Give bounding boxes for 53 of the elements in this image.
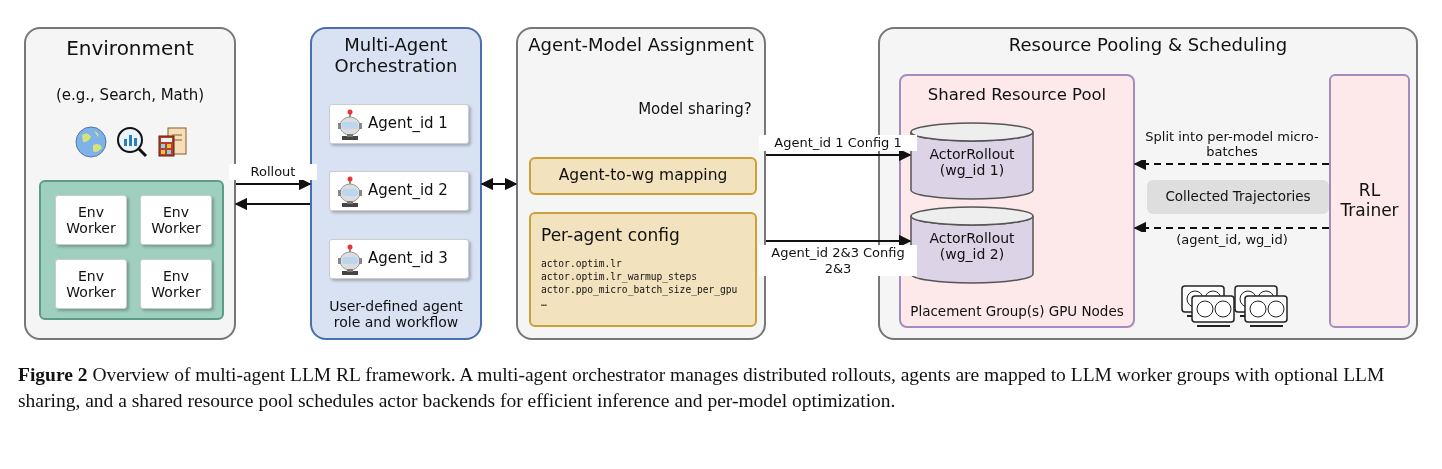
node-text: Placement Group(s) GPU Nodes: [909, 304, 1125, 320]
node-title: Multi-Agent Orchestration: [333, 35, 459, 77]
node-title: Env Worker: [65, 203, 117, 237]
arrow: [480, 177, 518, 191]
arrow: [765, 148, 912, 162]
agent-box: [329, 104, 469, 144]
node-title: ActorRollout (wg_id 2): [928, 230, 1016, 265]
node-text: actor.optim.lr_warmup_steps: [541, 271, 698, 283]
node-title: Agent_id 2: [368, 182, 449, 200]
worker-box: [140, 195, 212, 245]
assignment-panel: [516, 27, 766, 340]
orchestration-panel: [310, 27, 482, 340]
edge-label: Agent_id 1 Config 1: [759, 135, 917, 151]
arrow: [235, 177, 312, 191]
node-text: (e.g., Search, Math): [54, 87, 206, 105]
node-title: Collected Trajectories: [1164, 189, 1312, 205]
arrow: [765, 234, 912, 248]
node-title: RL Trainer: [1339, 181, 1400, 221]
mapping-box: [529, 157, 757, 195]
figure-caption: Figure 2 Overview of multi-agent LLM RL framework. A multi-agent orchestrator manages distributed rollouts, agents are mapped to LLM worker groups with optional LLM sharing, and a shared resource pool schedules actor backends for efficient inference and per-model optimization.: [18, 363, 1386, 414]
worker-box: [55, 259, 127, 309]
trajectories-box: [1147, 180, 1329, 214]
node-title: Agent-Model Assignment: [527, 35, 755, 56]
agent-box: [329, 239, 469, 279]
node-title: Shared Resource Pool: [926, 86, 1108, 105]
node-title: Environment: [65, 37, 195, 60]
node-title: Per-agent config: [541, 226, 681, 246]
actor-rollout-cylinder: [910, 206, 1034, 284]
node-title: Env Worker: [150, 267, 202, 301]
node-title: Agent_id 1: [368, 115, 449, 133]
edge-label: Rollout: [229, 164, 317, 180]
node-text: actor.ppo_micro_batch_size_per_gpu: [541, 284, 739, 296]
trainer-box: [1329, 74, 1410, 328]
actor-rollout-cylinder: [910, 122, 1034, 200]
worker-box: [140, 259, 212, 309]
node-title: Resource Pooling & Scheduling: [1007, 35, 1289, 56]
node-text: User-defined agent role and workflow: [328, 297, 464, 330]
node-title: Agent_id 3: [368, 250, 449, 268]
arrow: [1133, 221, 1330, 235]
node-text: …: [541, 297, 548, 309]
environment-panel: [24, 27, 236, 340]
node-text: Model sharing?: [638, 101, 752, 119]
edge-label: Agent_id 2&3 Config 2&3: [759, 245, 917, 277]
node-title: ActorRollout (wg_id 1): [928, 146, 1016, 181]
node-title: Env Worker: [65, 267, 117, 301]
worker-box: [55, 195, 127, 245]
node-text: actor.optim.lr: [541, 258, 623, 270]
node-title: Env Worker: [150, 203, 202, 237]
arrow: [234, 197, 311, 211]
worker-group-box: [39, 180, 224, 320]
node-title: Agent-to-wg mapping: [557, 167, 729, 185]
agent-box: [329, 171, 469, 211]
config-box: [529, 212, 757, 327]
